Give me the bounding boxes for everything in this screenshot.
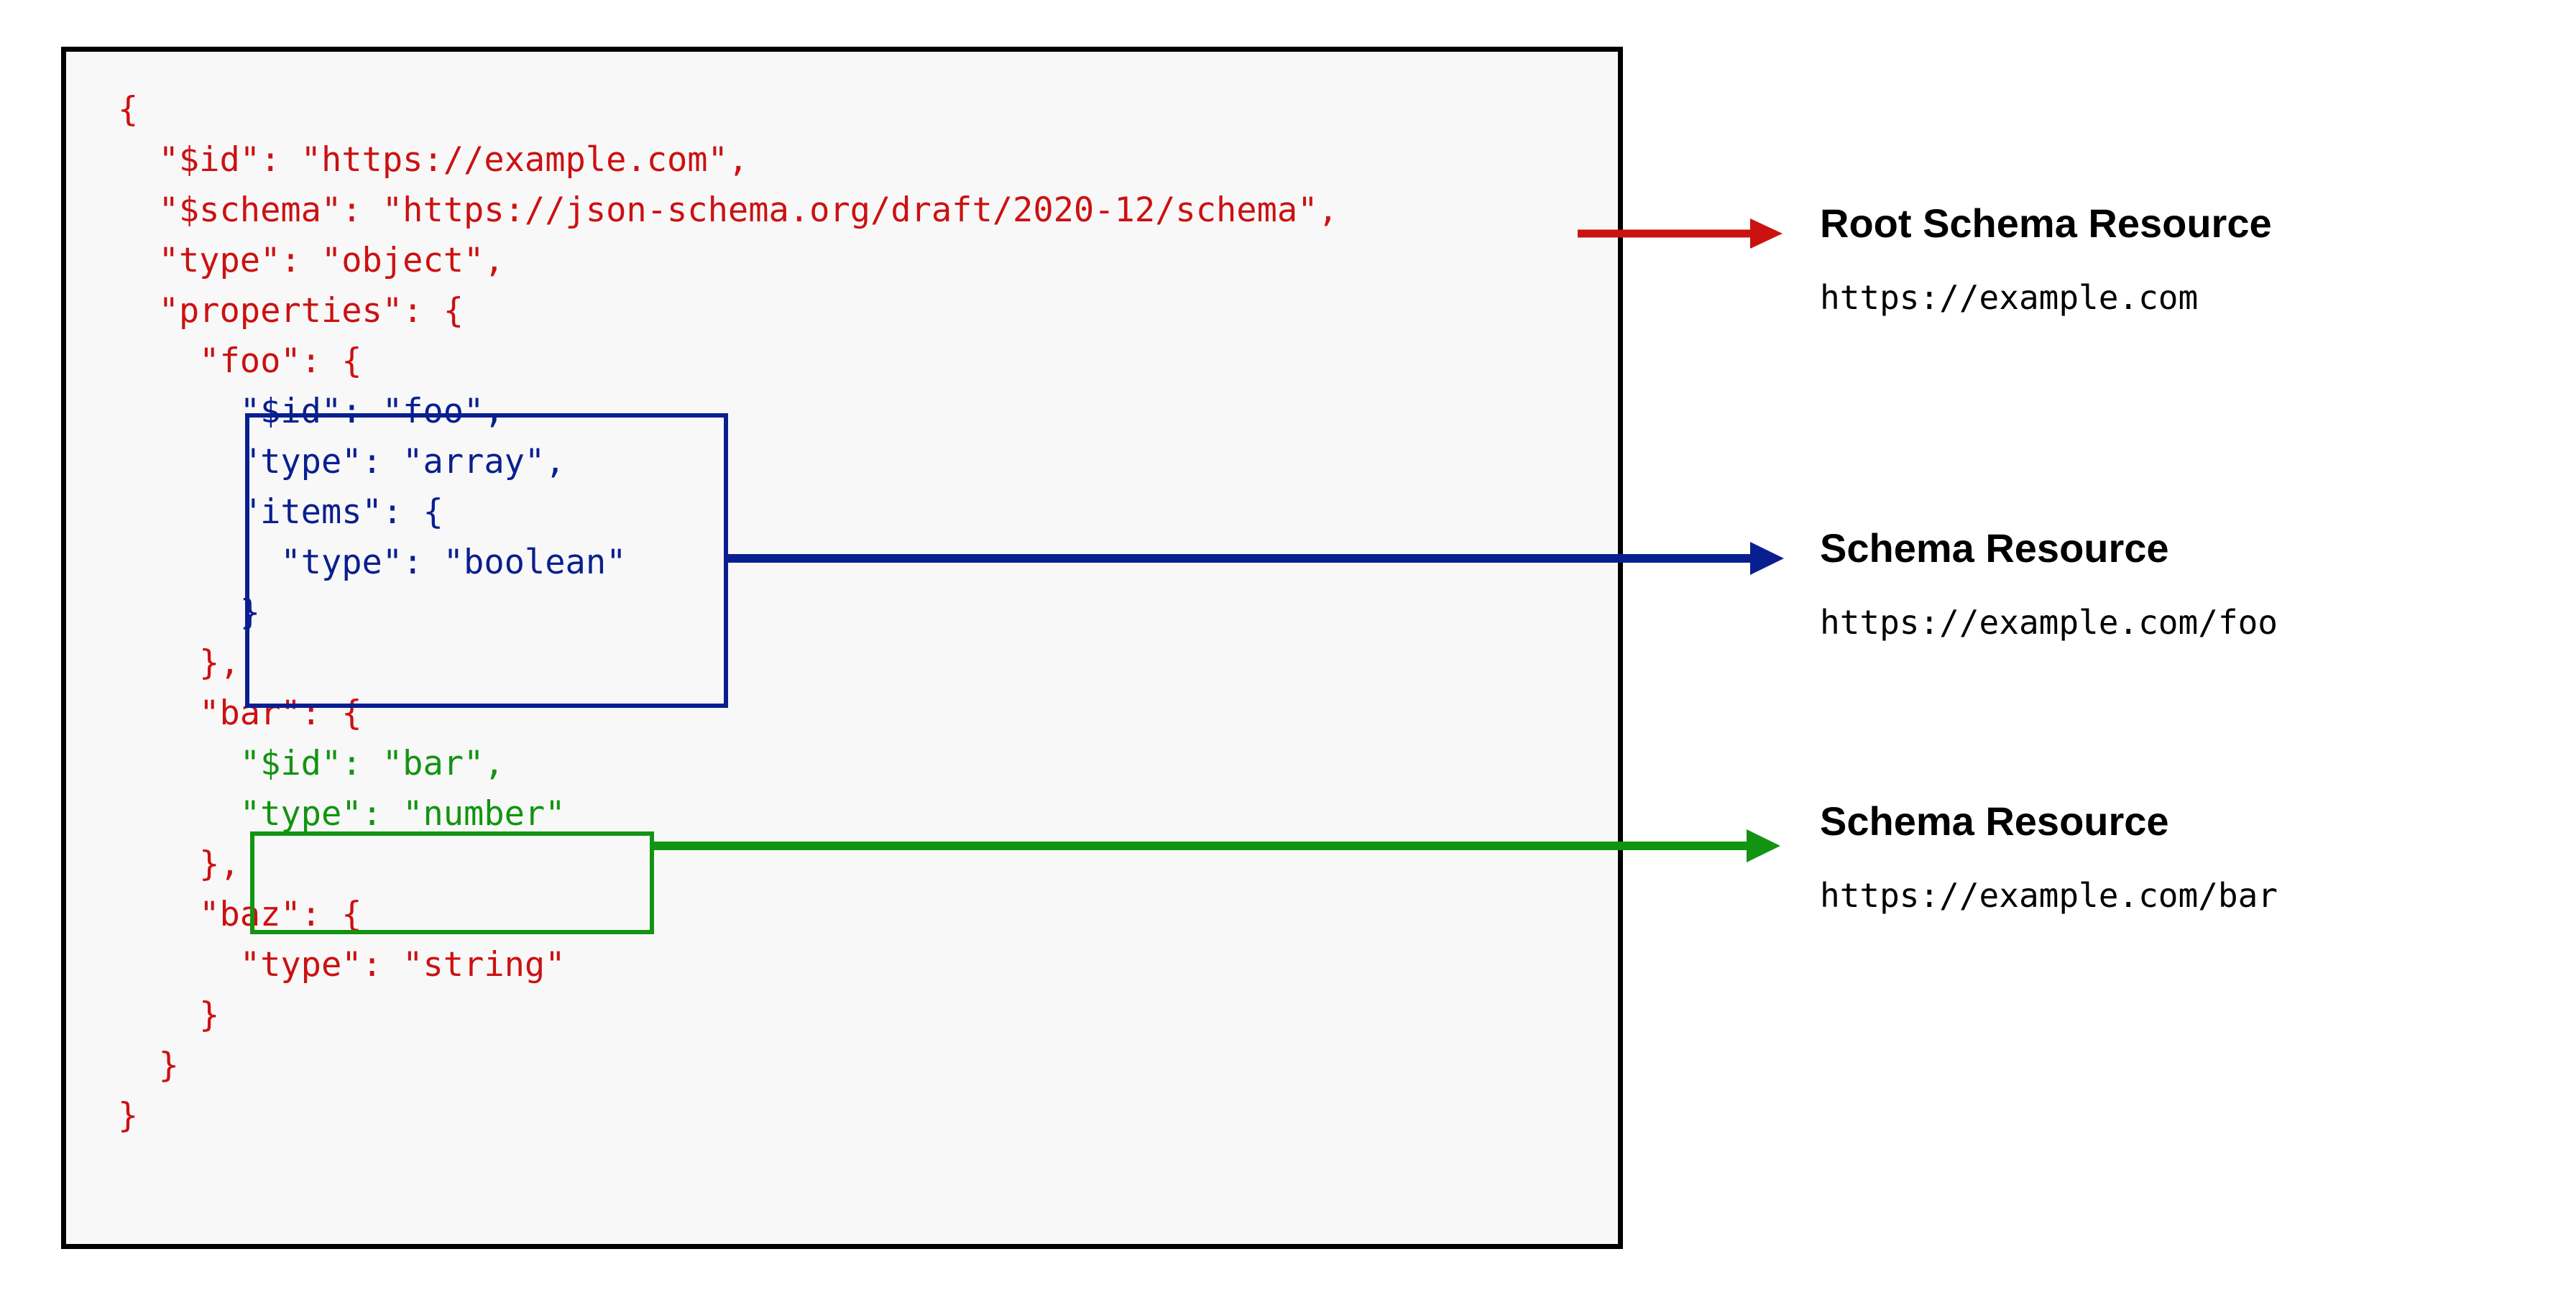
json-code-panel: { "$id": "https://example.com", "$schema… [61,47,1623,1249]
foo-schema-resource-label: Schema Resource https://example.com/foo [1820,525,2278,642]
code-line-foo-items-close: } [118,593,261,632]
code-line-foo-type: "type": "array", [118,442,566,481]
code-line: "bar": { [118,693,362,733]
code-line-bar-type: "type": "number" [118,794,566,834]
code-line: "type": "object", [118,241,505,280]
code-line: { [118,90,139,129]
code-line: } [118,1046,179,1085]
code-line: }, [118,643,240,683]
root-schema-resource-title: Root Schema Resource [1820,201,2272,246]
root-schema-arrow [1578,218,1782,249]
code-line-foo-id: "$id": "foo", [118,392,505,431]
bar-schema-resource-title: Schema Resource [1820,798,2169,844]
code-line-bar-id: "$id": "bar", [118,744,505,783]
code-line: "baz": { [118,895,362,934]
code-line: "type": "string" [118,945,566,985]
code-line-foo-items: "items": { [118,492,443,532]
foo-schema-arrow [726,542,1784,575]
foo-schema-resource-uri: https://example.com/foo [1820,603,2278,642]
code-line: "properties": { [118,291,464,331]
code-line: "$id": "https://example.com", [118,140,749,180]
bar-schema-resource-label: Schema Resource https://example.com/bar [1820,798,2278,916]
code-line: "foo": { [118,341,362,381]
code-line: } [118,1096,139,1135]
foo-schema-resource-title: Schema Resource [1820,525,2169,571]
root-schema-resource-label: Root Schema Resource https://example.com [1820,200,2272,318]
json-code-block: { "$id": "https://example.com", "$schema… [118,85,1338,1141]
code-line: } [118,995,220,1035]
code-line-foo-items-type: "type": "boolean" [118,543,627,582]
bar-schema-arrow [650,829,1780,862]
code-line: }, [118,844,240,884]
code-line: "$schema": "https://json-schema.org/draf… [118,190,1338,230]
bar-schema-resource-uri: https://example.com/bar [1820,876,2278,915]
root-schema-resource-uri: https://example.com [1820,278,2199,317]
